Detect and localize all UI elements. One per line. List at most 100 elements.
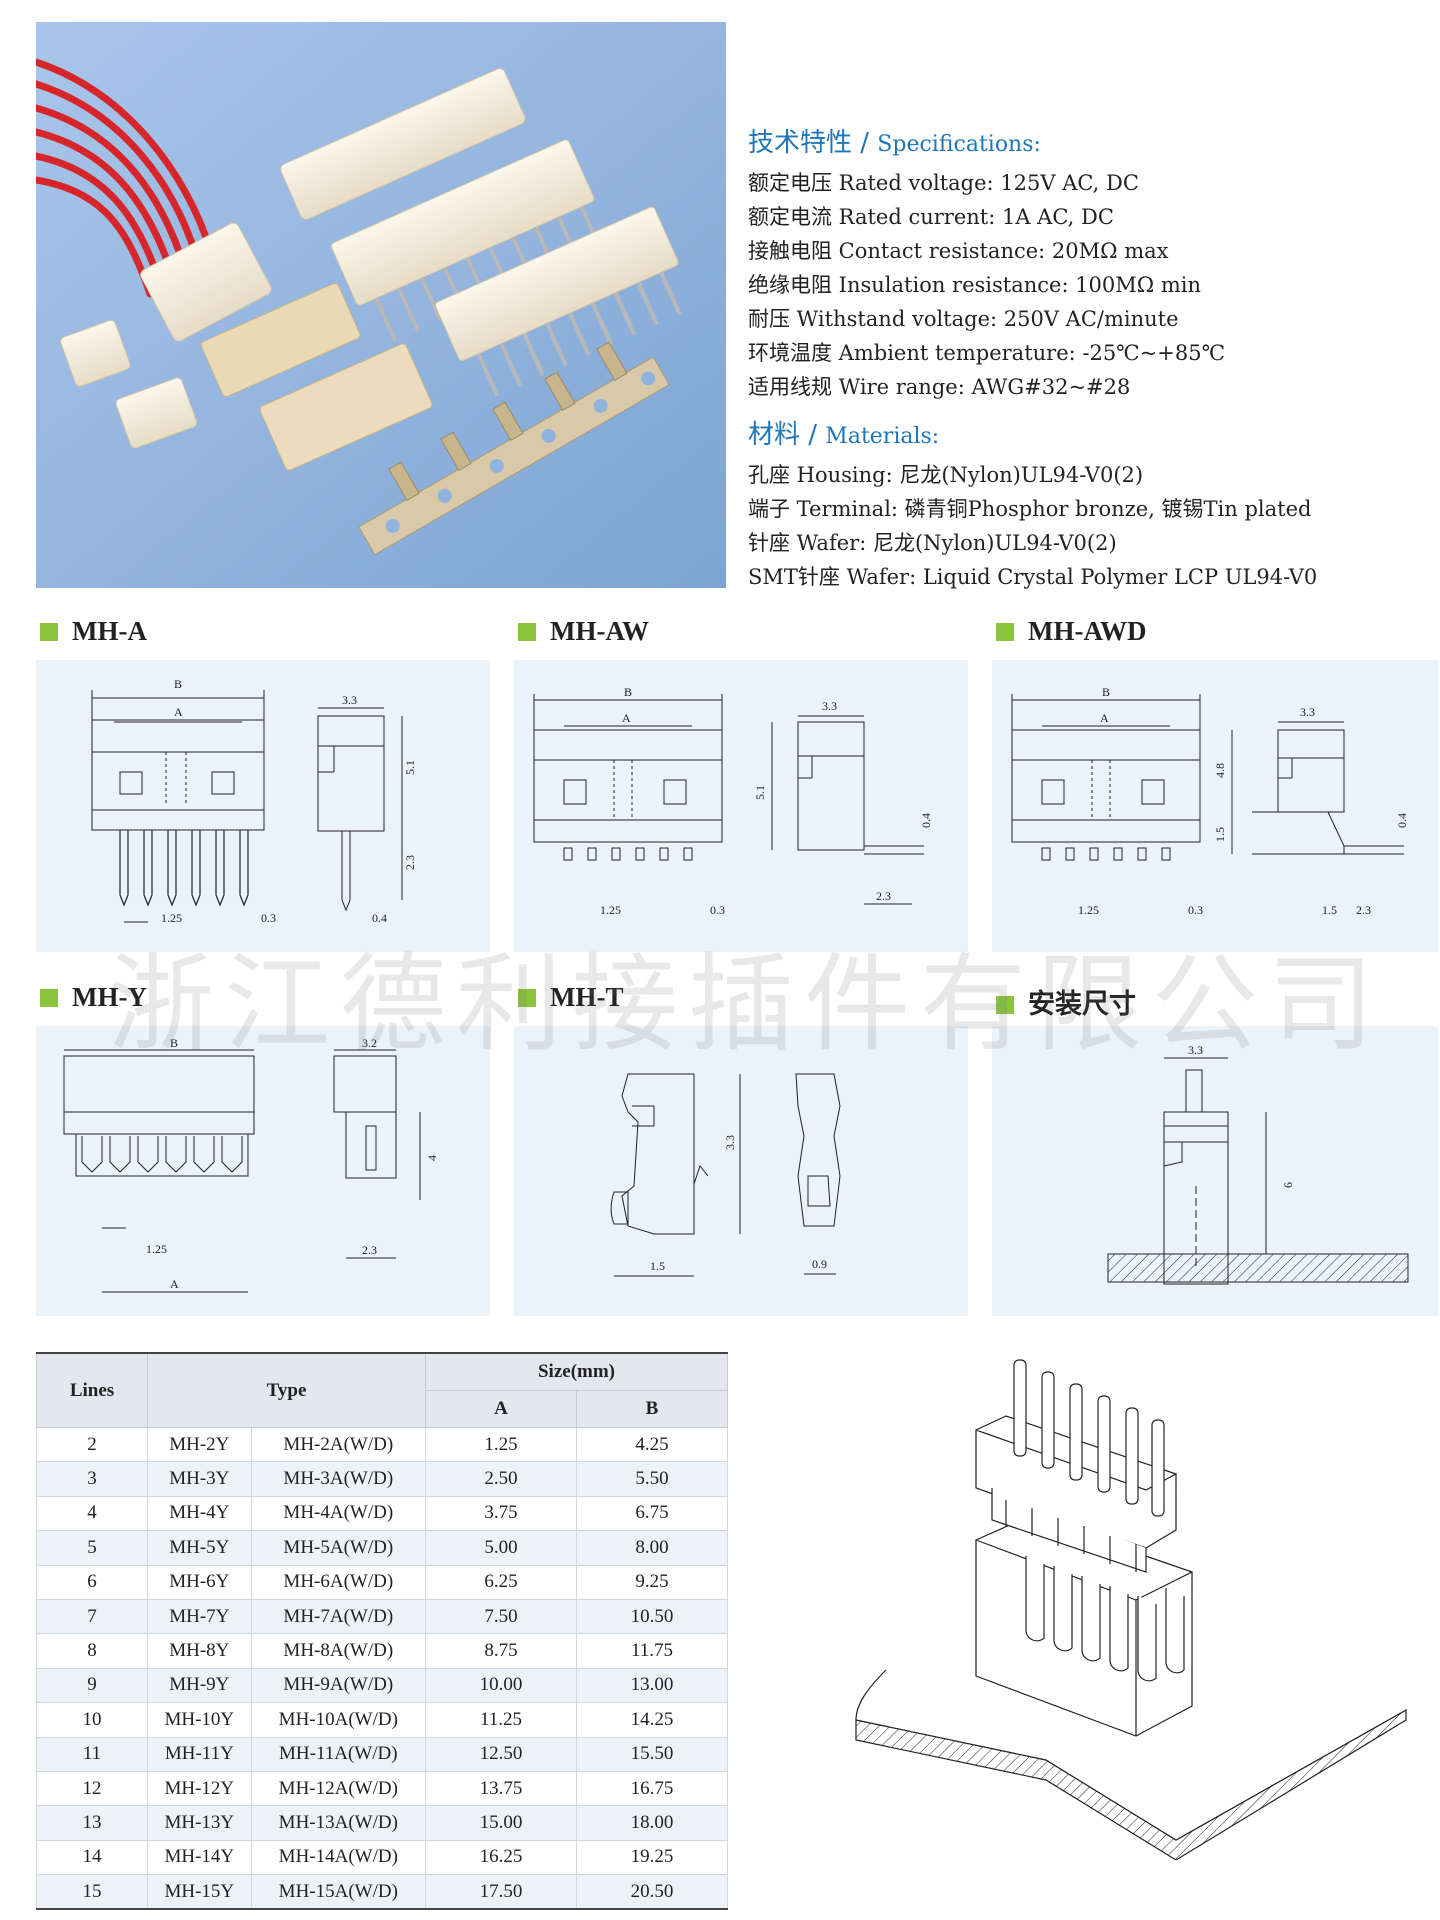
cell-lines: 8 [36,1633,148,1669]
cell-lines: 11 [36,1737,148,1772]
dim-label-pin-thickness: 0.3 [1188,903,1203,917]
dim-label-pitch: 1.25 [146,1242,167,1256]
company-watermark: 浙江德利接插件有限公司 [108,943,1384,1066]
drawing-mh-a: B A 1.25 0.3 3.3 5.1 2.3 0.4 [36,660,490,952]
cell-size-a: 2.50 [425,1461,577,1497]
dim-label-depth: 3.3 [1300,705,1315,719]
dim-label-a: A [1100,711,1109,725]
material-terminal: 端子 Terminal: 磷青铜Phosphor bronze, 镀锡Tin p… [748,497,1312,521]
cell-type-y: MH-2Y [147,1427,252,1463]
dim-label-standoff: 1.5 [1213,827,1227,842]
cell-type-a: MH-4A(W/D) [250,1496,427,1532]
cell-size-a: 3.75 [425,1496,577,1532]
dim-label-b: B [170,1036,178,1050]
dim-label-width: 0.9 [812,1257,827,1271]
cell-type-a: MH-12A(W/D) [250,1771,427,1807]
dim-label-a: A [174,705,183,719]
product-photo [36,22,726,588]
cell-size-b: 16.75 [576,1771,728,1807]
cell-lines: 5 [36,1530,148,1566]
cell-size-a: 15.00 [425,1805,577,1841]
cell-size-b: 19.25 [576,1840,728,1876]
material-smt-wafer: SMT针座 Wafer: Liquid Crystal Polymer LCP … [748,565,1318,589]
cell-size-b: 18.00 [576,1805,728,1841]
cell-type-y: MH-12Y [147,1771,252,1807]
section-title-mh-aw: MH-AW [518,616,649,647]
dim-label-pin-length: 2.3 [876,889,891,903]
dim-label-height: 5.1 [753,785,767,800]
cell-type-y: MH-9Y [147,1668,252,1704]
dim-label-depth: 3.3 [822,699,837,713]
cell-type-a: MH-9A(W/D) [250,1668,427,1704]
dim-label-b: B [174,677,182,691]
material-wafer: 针座 Wafer: 尼龙(Nylon)UL94-V0(2) [748,531,1117,555]
cell-size-a: 7.50 [425,1599,577,1635]
dim-label-offset: 1.5 [1322,903,1337,917]
dim-label-length: 1.5 [650,1259,665,1273]
cell-lines: 4 [36,1496,148,1532]
cell-type-y: MH-3Y [147,1461,252,1497]
cell-size-b: 4.25 [576,1427,728,1463]
cell-type-a: MH-14A(W/D) [250,1840,427,1876]
cell-size-b: 8.00 [576,1530,728,1566]
cell-lines: 13 [36,1805,148,1841]
cell-type-y: MH-15Y [147,1874,252,1911]
spec-rated-current: 额定电流 Rated current: 1A AC, DC [748,205,1114,229]
cell-type-y: MH-10Y [147,1702,252,1738]
cell-type-a: MH-10A(W/D) [250,1702,427,1738]
cell-size-b: 13.00 [576,1668,728,1704]
cell-size-a: 10.00 [425,1668,577,1704]
cell-size-a: 16.25 [425,1840,577,1876]
cell-size-b: 9.25 [576,1565,728,1600]
specifications-heading: 技术特性 / Specifications: [748,128,1041,158]
dim-label-b: B [624,685,632,699]
dim-label-pitch: 1.25 [1078,903,1099,917]
cell-type-y: MH-5Y [147,1530,252,1566]
cell-type-a: MH-5A(W/D) [250,1530,427,1566]
dim-label-height: 4.8 [1213,763,1227,778]
dim-label-b: B [1102,685,1110,699]
cell-type-y: MH-13Y [147,1805,252,1841]
cell-size-b: 14.25 [576,1702,728,1738]
dim-label-pin-width: 0.4 [372,911,387,925]
dim-label-length: 2.3 [362,1243,377,1257]
cell-lines: 12 [36,1771,148,1807]
header-size: Size(mm) [425,1352,728,1391]
cell-type-y: MH-4Y [147,1496,252,1532]
dim-label-pitch: 1.25 [600,903,621,917]
cell-type-a: MH-15A(W/D) [250,1874,427,1911]
spec-rated-voltage: 额定电压 Rated voltage: 125V AC, DC [748,171,1139,195]
cell-size-a: 12.50 [425,1737,577,1772]
dim-label-pin-length: 2.3 [403,855,417,870]
materials-list: 孔座 Housing: 尼龙(Nylon)UL94-V0(2) 端子 Termi… [748,458,1317,594]
cell-type-y: MH-11Y [147,1737,252,1772]
cell-lines: 6 [36,1565,148,1600]
cell-type-a: MH-3A(W/D) [250,1461,427,1497]
cell-lines: 14 [36,1840,148,1876]
cell-size-b: 6.75 [576,1496,728,1532]
cell-lines: 9 [36,1668,148,1704]
section-title-install: 安装尺寸 [996,982,1136,1021]
cell-size-a: 8.75 [425,1633,577,1669]
cell-size-a: 13.75 [425,1771,577,1807]
section-title-mh-a: MH-A [40,616,147,647]
drawing-mh-aw: B A 1.25 0.3 3.3 5.1 0.4 2.3 [514,660,968,952]
spec-withstand-voltage: 耐压 Withstand voltage: 250V AC/minute [748,307,1179,331]
specifications-list: 额定电压 Rated voltage: 125V AC, DC 额定电流 Rat… [748,166,1225,404]
dim-label-depth: 3.2 [362,1036,377,1050]
cell-type-y: MH-7Y [147,1599,252,1635]
dim-label-pin-thickness: 0.3 [261,911,276,925]
cell-type-a: MH-6A(W/D) [250,1565,427,1600]
dim-label-depth: 3.3 [342,693,357,707]
drawing-mh-awd: B A 1.25 0.3 3.3 4.8 1.5 0.4 1.5 2.3 [992,660,1438,952]
